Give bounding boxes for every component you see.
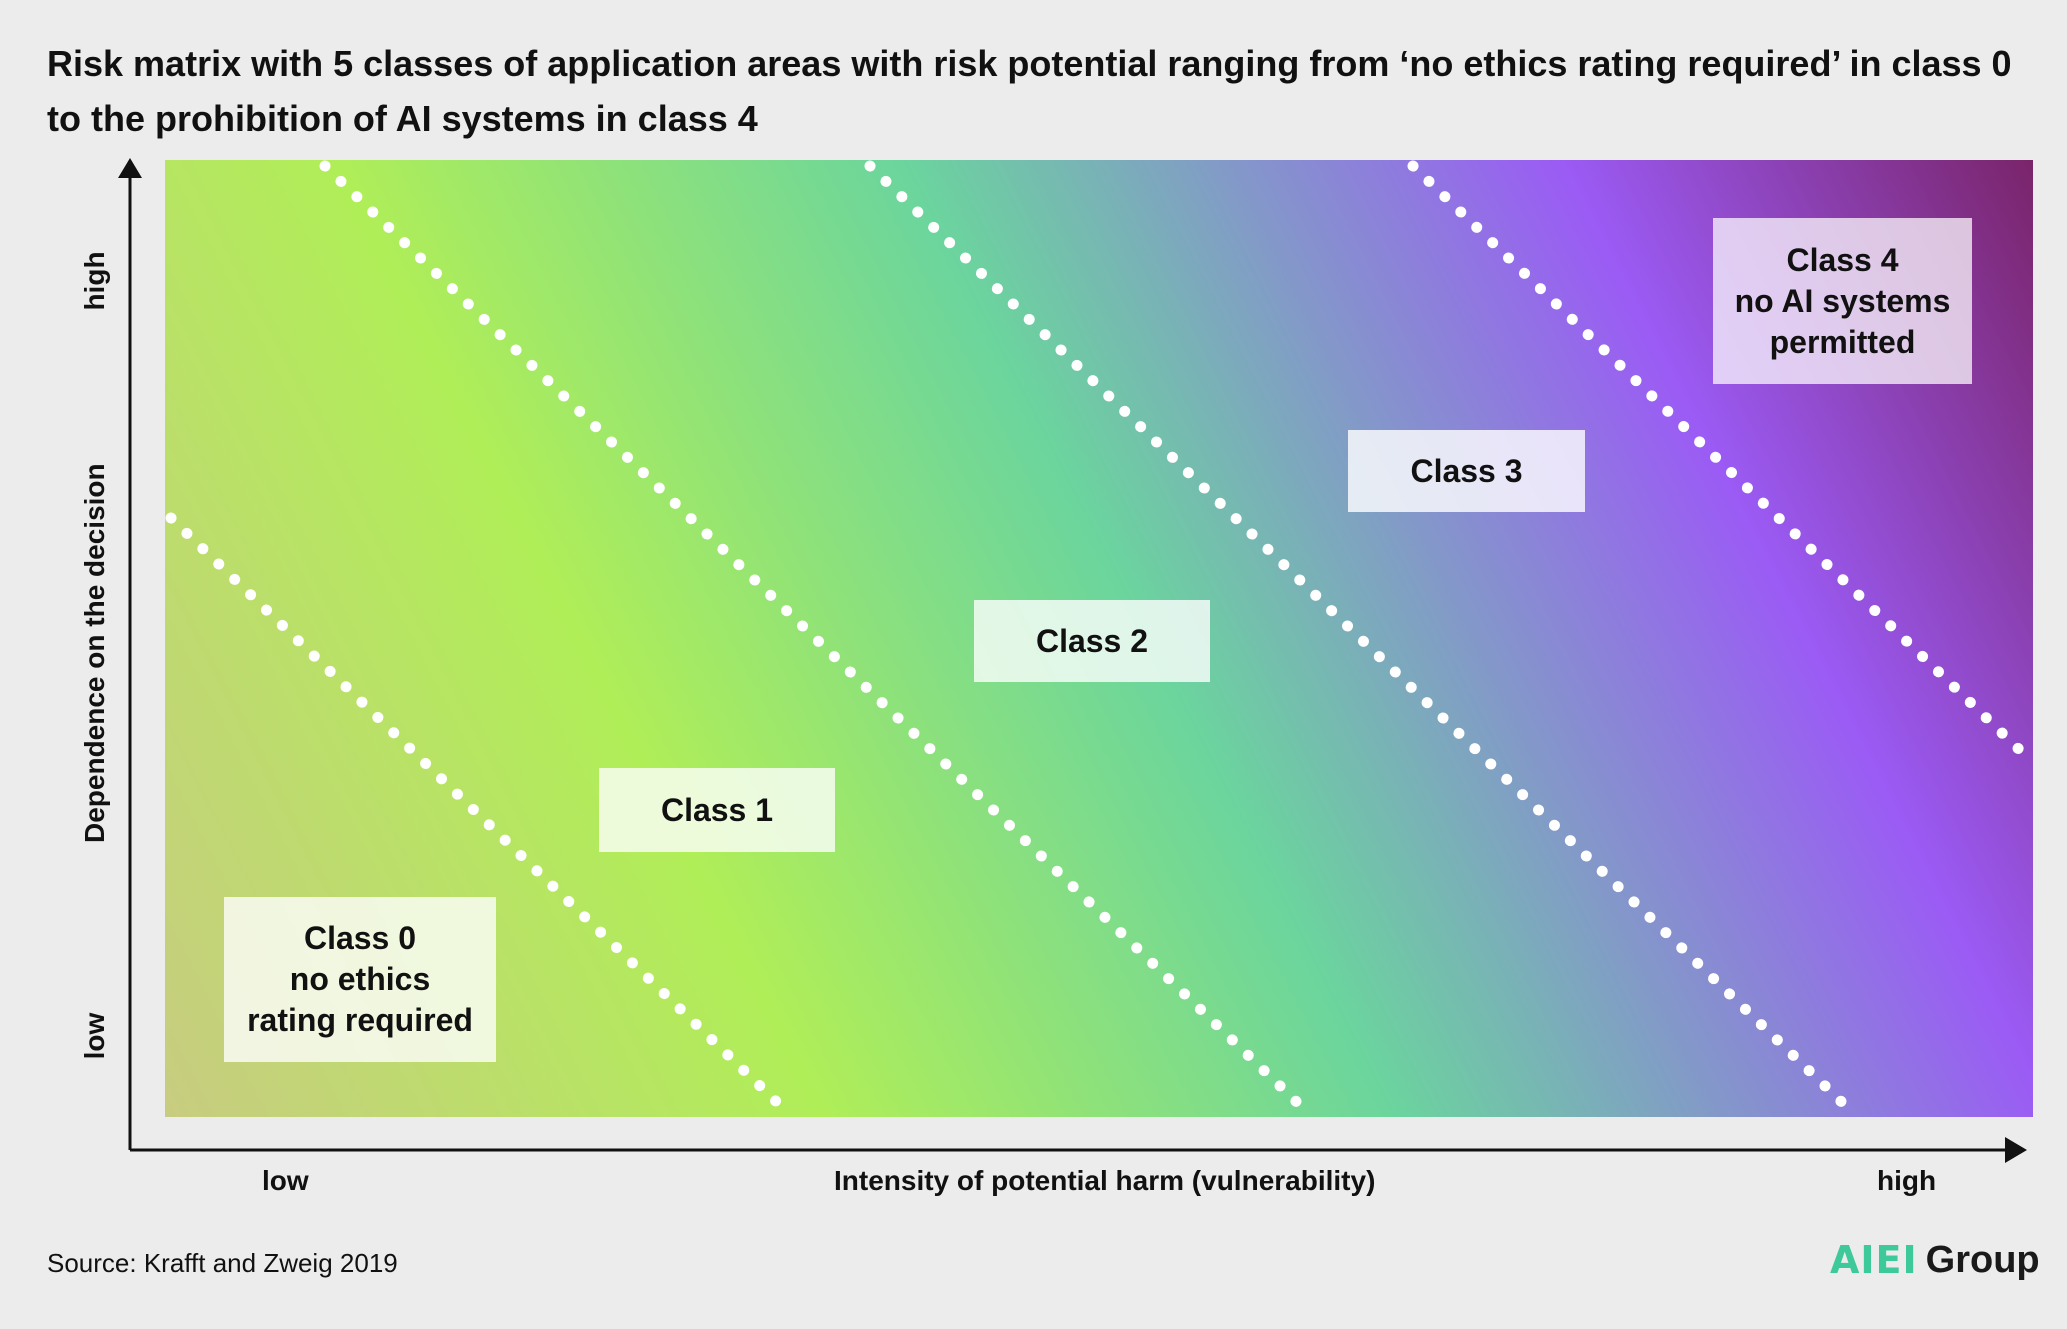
- figure-title: Risk matrix with 5 classes of applicatio…: [47, 43, 2012, 139]
- y-axis-high-label: high: [79, 251, 110, 311]
- boundary-class-1-2: [319, 160, 1311, 1116]
- class-1-title: Class 1: [660, 791, 774, 828]
- x-axis-high-label: high: [1877, 1165, 1937, 1196]
- class-0-desc-line1: no ethics: [289, 961, 431, 997]
- y-axis-arrow-icon: [118, 158, 142, 178]
- class-3-title: Class 3: [1410, 452, 1523, 489]
- source-note: Source: Krafft and Zweig 2019: [47, 1248, 398, 1278]
- class-4-desc-line2: permitted: [1769, 323, 1916, 360]
- boundary-class-3-4: [1407, 160, 2033, 763]
- class-2-box: Class 2: [974, 600, 1210, 682]
- logo-mark: AIEI: [1830, 1238, 1918, 1282]
- class-4-desc-line1: no AI systems: [1734, 282, 1951, 319]
- class-2-title: Class 2: [1035, 622, 1149, 659]
- class-3-box: Class 3: [1348, 430, 1585, 512]
- class-1-box: Class 1: [599, 768, 835, 852]
- x-axis-arrow-icon: [2005, 1137, 2027, 1163]
- class-4-box: Class 4 no AI systems permitted: [1713, 218, 1972, 384]
- boundary-class-0-1: [165, 512, 791, 1116]
- class-0-title: Class 0: [303, 920, 417, 956]
- x-axis-label: Intensity of potential harm (vulnerabili…: [834, 1165, 1376, 1196]
- logo-word: Group: [1925, 1238, 2040, 1281]
- boundary-class-2-3: [864, 160, 1856, 1116]
- class-0-desc-line2: rating required: [247, 1002, 473, 1038]
- x-axis-low-label: low: [262, 1165, 309, 1196]
- y-axis-label: Dependence on the decision: [79, 463, 110, 843]
- y-axis-low-label: low: [79, 1012, 110, 1060]
- class-4-title: Class 4: [1786, 241, 1899, 278]
- risk-matrix: Class 0 no ethics rating required Class …: [165, 160, 2033, 1117]
- aiei-group-logo: AIEI Group: [1830, 1238, 2040, 1282]
- class-0-box: Class 0 no ethics rating required: [224, 897, 496, 1062]
